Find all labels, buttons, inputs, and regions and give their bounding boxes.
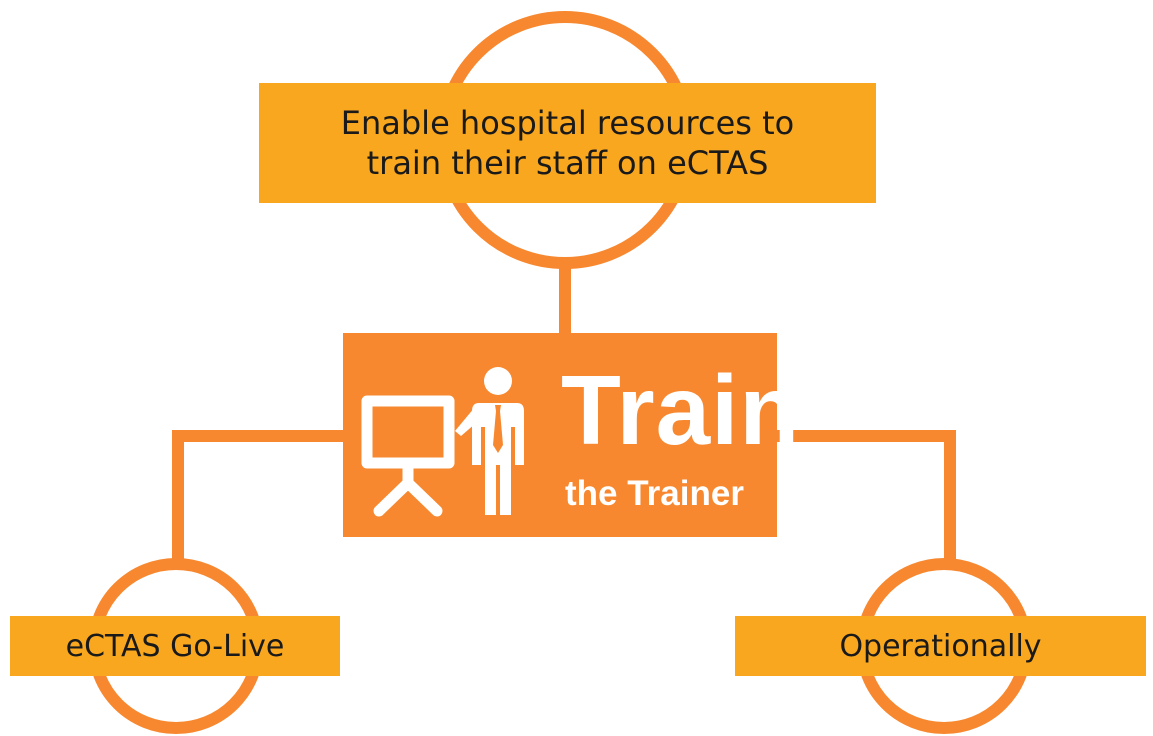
badge-title: Train: [561, 355, 801, 465]
right-connector: [777, 430, 956, 566]
go-live-label: eCTAS Go-Live: [10, 616, 340, 676]
operationally-text: Operationally: [839, 628, 1042, 664]
person-with-tie-icon: [455, 367, 524, 515]
badge-subtitle: the Trainer: [565, 474, 744, 513]
go-live-text: eCTAS Go-Live: [65, 628, 285, 664]
train-the-trainer-badge: Train the Trainer: [343, 333, 799, 537]
goal-line-2: train their staff on eCTAS: [366, 144, 769, 182]
goal-label: Enable hospital resources to train their…: [259, 83, 876, 203]
presentation-board-icon: [361, 395, 455, 517]
left-connector: [172, 430, 343, 566]
badge-illustration: [361, 367, 524, 517]
operationally-label: Operationally: [735, 616, 1146, 676]
goal-line-1: Enable hospital resources to: [340, 104, 795, 142]
